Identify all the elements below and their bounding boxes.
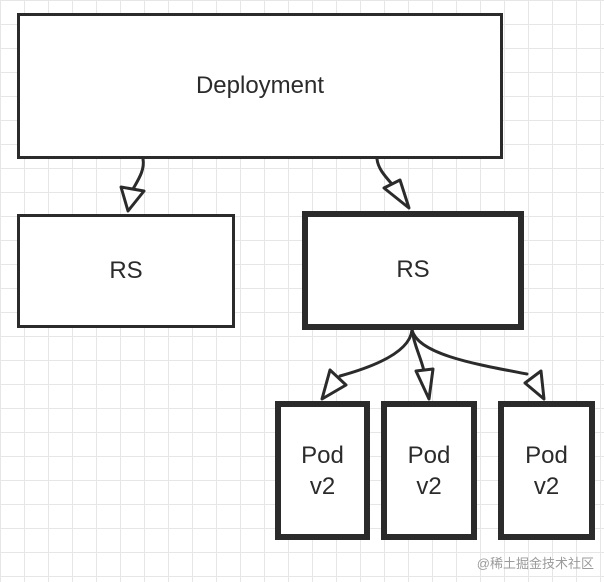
- replica-set-label-left: RS: [109, 256, 143, 284]
- replica-set-node-left: RS: [17, 214, 235, 328]
- edge-rs-right-to-pod-2: [410, 328, 426, 373]
- edge-rs-right-to-pod-1: [338, 328, 414, 378]
- deployment-node: Deployment: [17, 13, 503, 159]
- pod-label-3: Pod v2: [525, 441, 568, 500]
- replica-set-label-right: RS: [396, 256, 430, 284]
- watermark-text: @稀土掘金技术社区: [476, 556, 594, 571]
- arrowhead-rs-right: [382, 178, 411, 210]
- arrowhead-rs-left: [119, 185, 146, 213]
- arrowhead-pod-2: [414, 367, 435, 401]
- pod-node-1: Pod v2: [275, 401, 370, 540]
- pod-label-2: Pod v2: [407, 441, 451, 500]
- replica-set-node-right: RS: [302, 211, 524, 330]
- pod-label-1: Pod v2: [301, 441, 344, 500]
- edge-deployment-to-rs-right: [375, 157, 393, 185]
- edge-deployment-to-rs-left: [131, 157, 145, 191]
- deployment-label: Deployment: [195, 71, 325, 99]
- arrowhead-pod-1: [320, 368, 348, 401]
- pod-node-2: Pod v2: [381, 401, 477, 540]
- arrowhead-pod-3: [523, 369, 546, 401]
- pod-node-3: Pod v2: [498, 401, 595, 540]
- edge-rs-right-to-pod-3: [410, 328, 529, 376]
